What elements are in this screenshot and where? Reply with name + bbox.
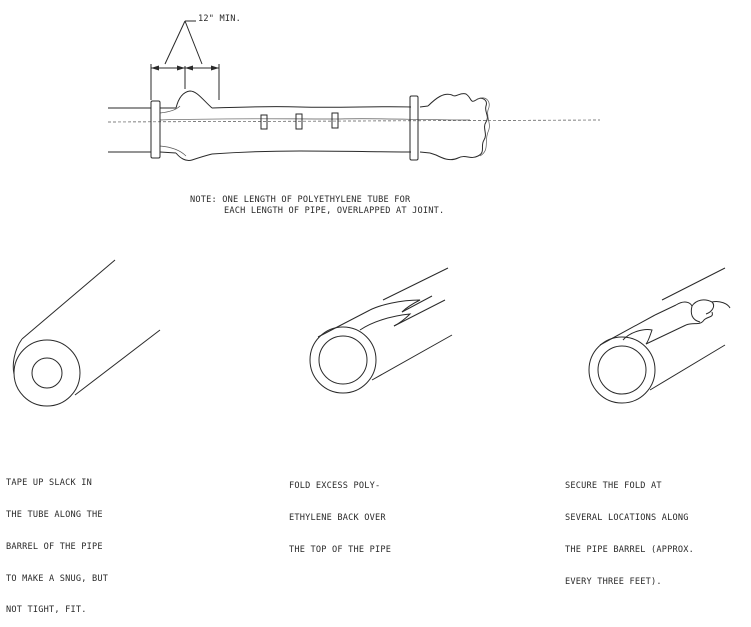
step2-line: FOLD EXCESS POLY- bbox=[289, 481, 381, 492]
step3-line: THE PIPE BARREL (APPROX. bbox=[565, 544, 694, 555]
step1-caption: TAPE UP SLACK IN THE TUBE ALONG THE BARR… bbox=[6, 457, 108, 627]
step2-line: THE TOP OF THE PIPE bbox=[289, 544, 392, 555]
step1-line: NOT TIGHT, FIT. bbox=[6, 605, 87, 616]
pipe-step2-illustration bbox=[309, 267, 453, 394]
step1-line: TO MAKE A SNUG, BUT bbox=[6, 573, 109, 584]
dimension-label: 12" MIN. bbox=[198, 14, 241, 24]
step3-line: SECURE THE FOLD AT bbox=[565, 481, 662, 492]
step2-caption: FOLD EXCESS POLY- ETHYLENE BACK OVER THE… bbox=[289, 460, 391, 566]
step1-line: THE TUBE ALONG THE bbox=[6, 509, 103, 520]
pipe-step3-illustration bbox=[588, 267, 731, 404]
pipe-elevation bbox=[107, 20, 601, 161]
note-line-2: EACH LENGTH OF PIPE, OVERLAPPED AT JOINT… bbox=[224, 206, 445, 216]
installation-diagram bbox=[12, 20, 731, 407]
step3-line: SEVERAL LOCATIONS ALONG bbox=[565, 512, 689, 523]
note-line-1: NOTE: ONE LENGTH OF POLYETHYLENE TUBE FO… bbox=[190, 195, 411, 205]
step1-line: BARREL OF THE PIPE bbox=[6, 541, 103, 552]
step3-line: EVERY THREE FEET). bbox=[565, 576, 662, 587]
step2-line: ETHYLENE BACK OVER bbox=[289, 512, 386, 523]
pipe-step1-illustration bbox=[12, 259, 161, 407]
step1-line: TAPE UP SLACK IN bbox=[6, 478, 92, 489]
